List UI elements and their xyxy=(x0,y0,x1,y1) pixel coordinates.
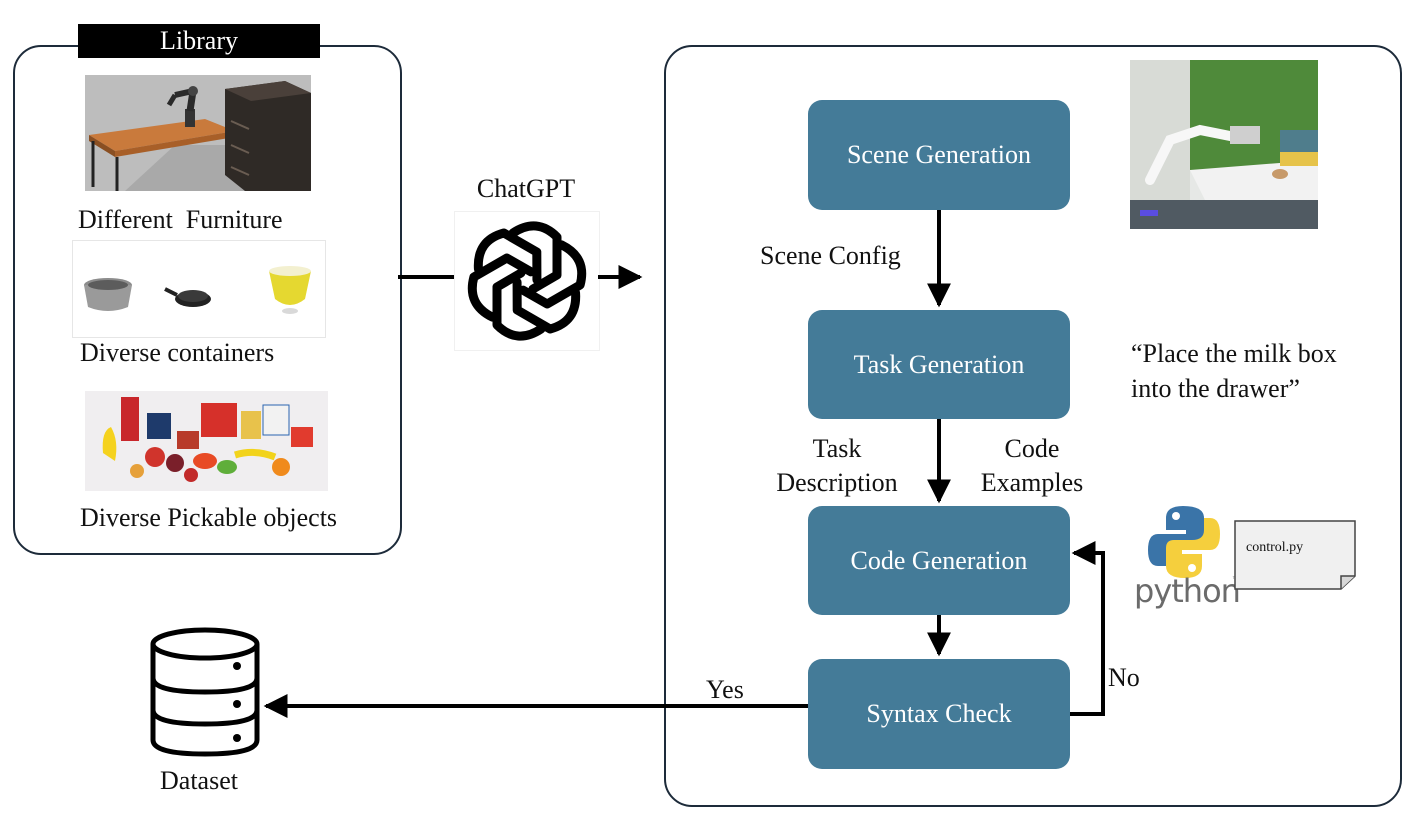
chatgpt-label: ChatGPT xyxy=(476,174,576,203)
code-file-name: control.py xyxy=(1246,540,1304,555)
feedback-no-label: No xyxy=(1108,663,1140,692)
feedback-no-arrow xyxy=(1070,541,1105,716)
library-title: Library xyxy=(78,24,320,58)
pickables-image xyxy=(85,391,328,491)
output-yes-label: Yes xyxy=(706,675,744,704)
code-examples-label: Code Examples xyxy=(980,434,1084,497)
containers-caption: Diverse containers xyxy=(80,338,275,367)
syntax-check-step: Syntax Check xyxy=(808,659,1070,769)
code-file-icon xyxy=(1234,520,1356,590)
furniture-image xyxy=(85,75,311,191)
openai-logo-icon xyxy=(454,211,600,351)
containers-image xyxy=(72,240,326,338)
pickables-caption: Diverse Pickable objects xyxy=(80,503,338,532)
python-wordmark: python xyxy=(1134,572,1241,610)
database-icon xyxy=(145,622,265,762)
example-task-text: “Place the milk box into the drawer” xyxy=(1131,339,1337,403)
dataset-label: Dataset xyxy=(160,766,238,795)
task-description-label: Task Description xyxy=(776,434,898,497)
furniture-caption: Different Furniture xyxy=(78,205,283,234)
python-logo-icon xyxy=(1146,504,1222,580)
code-generation-step: Code Generation xyxy=(808,506,1070,615)
scene-config-label: Scene Config xyxy=(760,241,901,270)
robot-photo xyxy=(1130,60,1318,229)
scene-generation-step: Scene Generation xyxy=(808,100,1070,210)
task-generation-step: Task Generation xyxy=(808,310,1070,419)
